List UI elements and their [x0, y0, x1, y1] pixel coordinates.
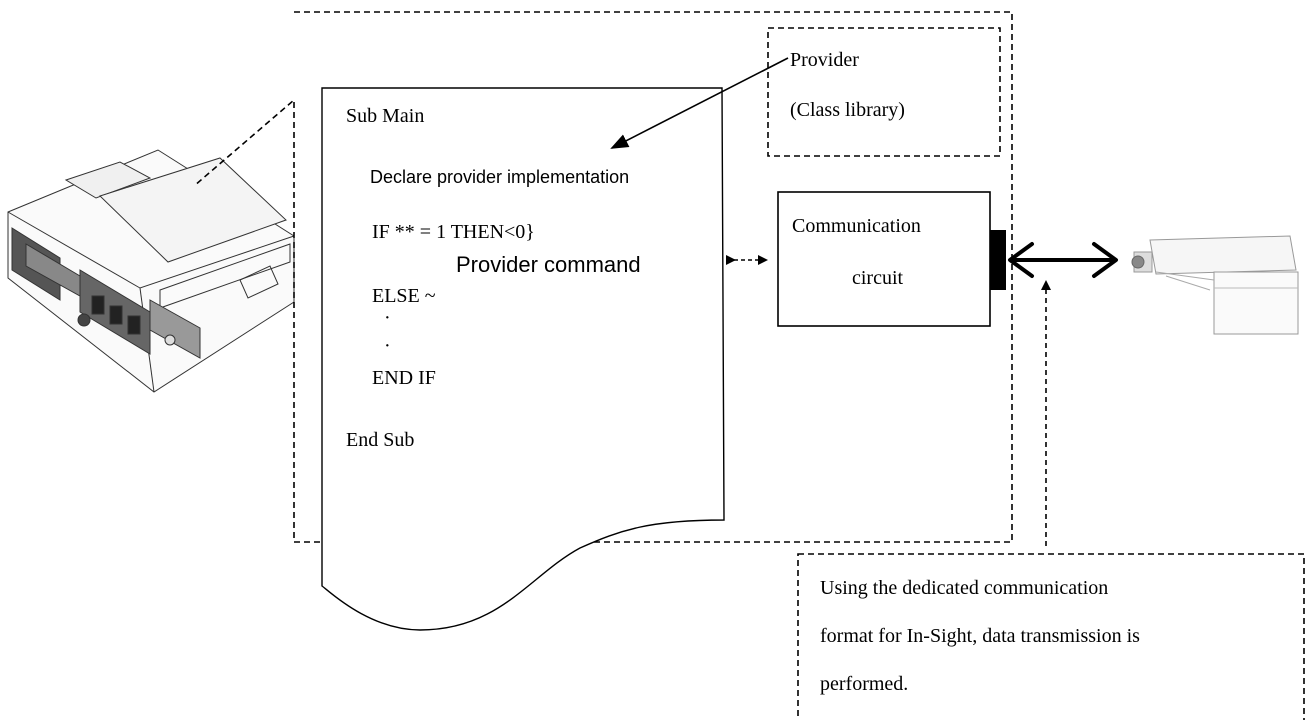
note-box	[797, 553, 1305, 720]
sub-main-label: Sub Main	[346, 105, 425, 127]
vision-camera-icon	[1131, 235, 1299, 335]
provider-arrow	[610, 57, 789, 149]
provider-box	[767, 27, 1001, 157]
program-document	[321, 87, 725, 631]
else-line: ELSE ~	[372, 285, 436, 307]
communication-circuit-box	[777, 191, 991, 327]
end-sub-label: End Sub	[346, 429, 415, 451]
robot-controller-icon	[7, 149, 295, 393]
note-line-3: performed.	[820, 673, 909, 695]
provider-subtitle: (Class library)	[790, 99, 905, 121]
if-line: IF ** = 1 THEN<0}	[372, 221, 535, 243]
note-line-1: Using the dedicated communication	[820, 577, 1109, 599]
provider-command-label: Provider command	[456, 252, 641, 277]
declare-provider-label: Declare provider implementation	[370, 167, 630, 187]
circuit-label: circuit	[852, 267, 904, 289]
ellipsis-dot-1: ·	[384, 307, 391, 329]
controller-zoom-outline	[193, 11, 1013, 543]
ellipsis-dot-2: ·	[384, 335, 391, 357]
note-line-2: format for In-Sight, data transmission i…	[820, 625, 1140, 647]
port-block	[990, 230, 1006, 290]
provider-title: Provider	[790, 49, 859, 71]
end-if-line: END IF	[372, 367, 436, 389]
communication-label: Communication	[792, 215, 921, 237]
